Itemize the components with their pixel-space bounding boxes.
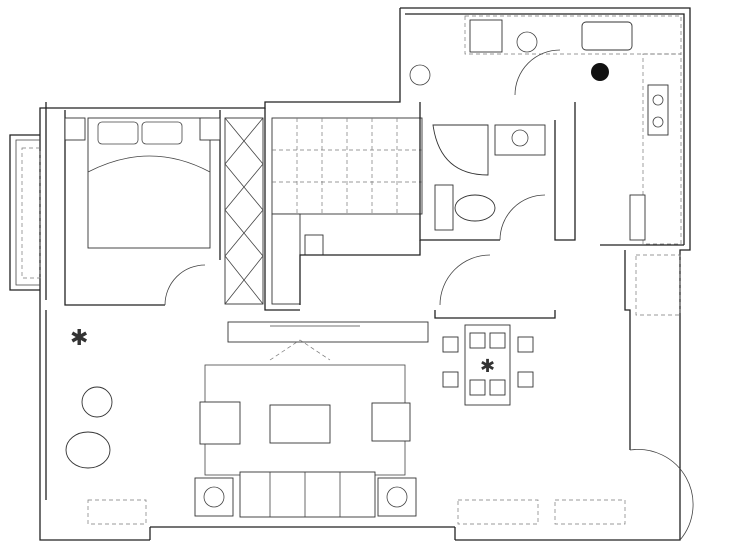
coffee-table [269,404,331,444]
entry-door-swing [629,449,694,541]
living-room: ✱ [65,254,694,541]
balcony [9,134,41,291]
plant-icon: ✱ [70,325,88,350]
door-swing [499,194,546,241]
sofa [239,471,376,518]
water-heater [409,64,431,86]
nightstand [64,117,86,141]
study [264,108,423,311]
plant-icon: ✱ [480,356,495,376]
bathroom [419,102,576,241]
cabinet [635,254,681,316]
kitchen [409,15,684,246]
end-table [377,477,417,517]
dining-area: ✱ [434,254,556,406]
cabinet [457,499,539,525]
shoe-cabinet [87,499,147,525]
fridge [469,19,503,53]
bedroom [64,110,221,306]
cabinet [554,499,626,525]
shower [432,124,489,176]
sink [494,124,546,156]
person [591,63,609,81]
tv-cabinet [227,321,429,343]
bed [87,117,211,249]
cabinet [629,194,646,241]
pillow [141,121,183,145]
pillow [97,121,139,145]
stove [647,84,669,136]
lounge-chair [65,431,111,469]
toilet-tank [434,184,454,231]
exterior-walls [39,7,691,541]
toilet-bowl [454,194,496,222]
end-table [194,477,234,517]
kitchen-sink [581,21,633,51]
door-swing [514,49,561,96]
armchair [199,401,241,445]
round-table [81,386,113,418]
side-table [371,402,411,442]
wardrobe [224,117,264,305]
door-swing [164,264,206,306]
chair [304,234,324,256]
nightstand [199,117,221,141]
washer [516,31,538,53]
door-swing [439,254,491,306]
